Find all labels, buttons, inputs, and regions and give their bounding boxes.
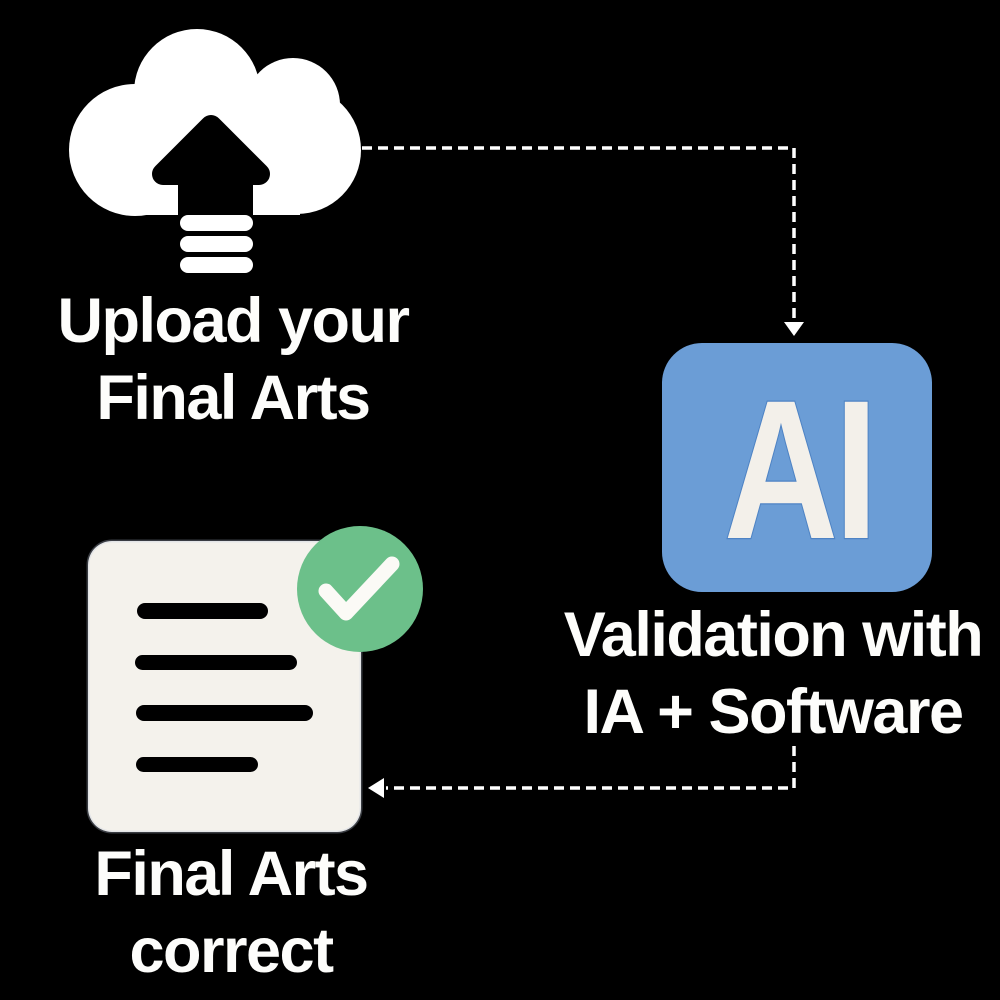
step-label-line: Final Arts [94, 839, 369, 909]
document-text-lines [135, 603, 313, 772]
upload-arrow-cutout-icon [152, 115, 270, 218]
ai-badge-text: AI [724, 359, 874, 580]
dashed-connector-line [362, 146, 796, 324]
check-mark-icon [318, 556, 400, 621]
arrow-stem-cutout [178, 168, 253, 218]
document-line [135, 655, 297, 670]
connector-upload-to-validation [362, 146, 804, 336]
step-label-line: Final Arts [96, 363, 371, 433]
arrowhead-left-icon [368, 778, 384, 798]
ai-badge-background [662, 343, 932, 592]
step-label-validation: Validation with IA + Software [543, 597, 1000, 751]
document-line [137, 603, 268, 619]
step-label-line: Upload your [57, 286, 410, 356]
document-line [136, 705, 313, 721]
upload-stem-bar [180, 236, 253, 252]
step-label-correct: Final Arts correct [0, 836, 462, 990]
upload-stem-bar [180, 215, 253, 231]
dashed-connector-line [386, 746, 796, 790]
step-label-line: Validation with [563, 600, 984, 670]
step-label-line: IA + Software [583, 677, 964, 747]
arrowhead-down-icon [784, 322, 804, 336]
step-label-upload: Upload your Final Arts [1, 283, 465, 437]
upload-stem-bar [180, 257, 253, 273]
document-check-icon [86, 526, 423, 834]
connector-validation-to-correct [368, 746, 796, 798]
document-line [136, 757, 258, 772]
ai-badge-icon: AI [662, 343, 932, 592]
cloud-upload-icon [69, 29, 361, 273]
step-label-line: correct [129, 916, 334, 986]
